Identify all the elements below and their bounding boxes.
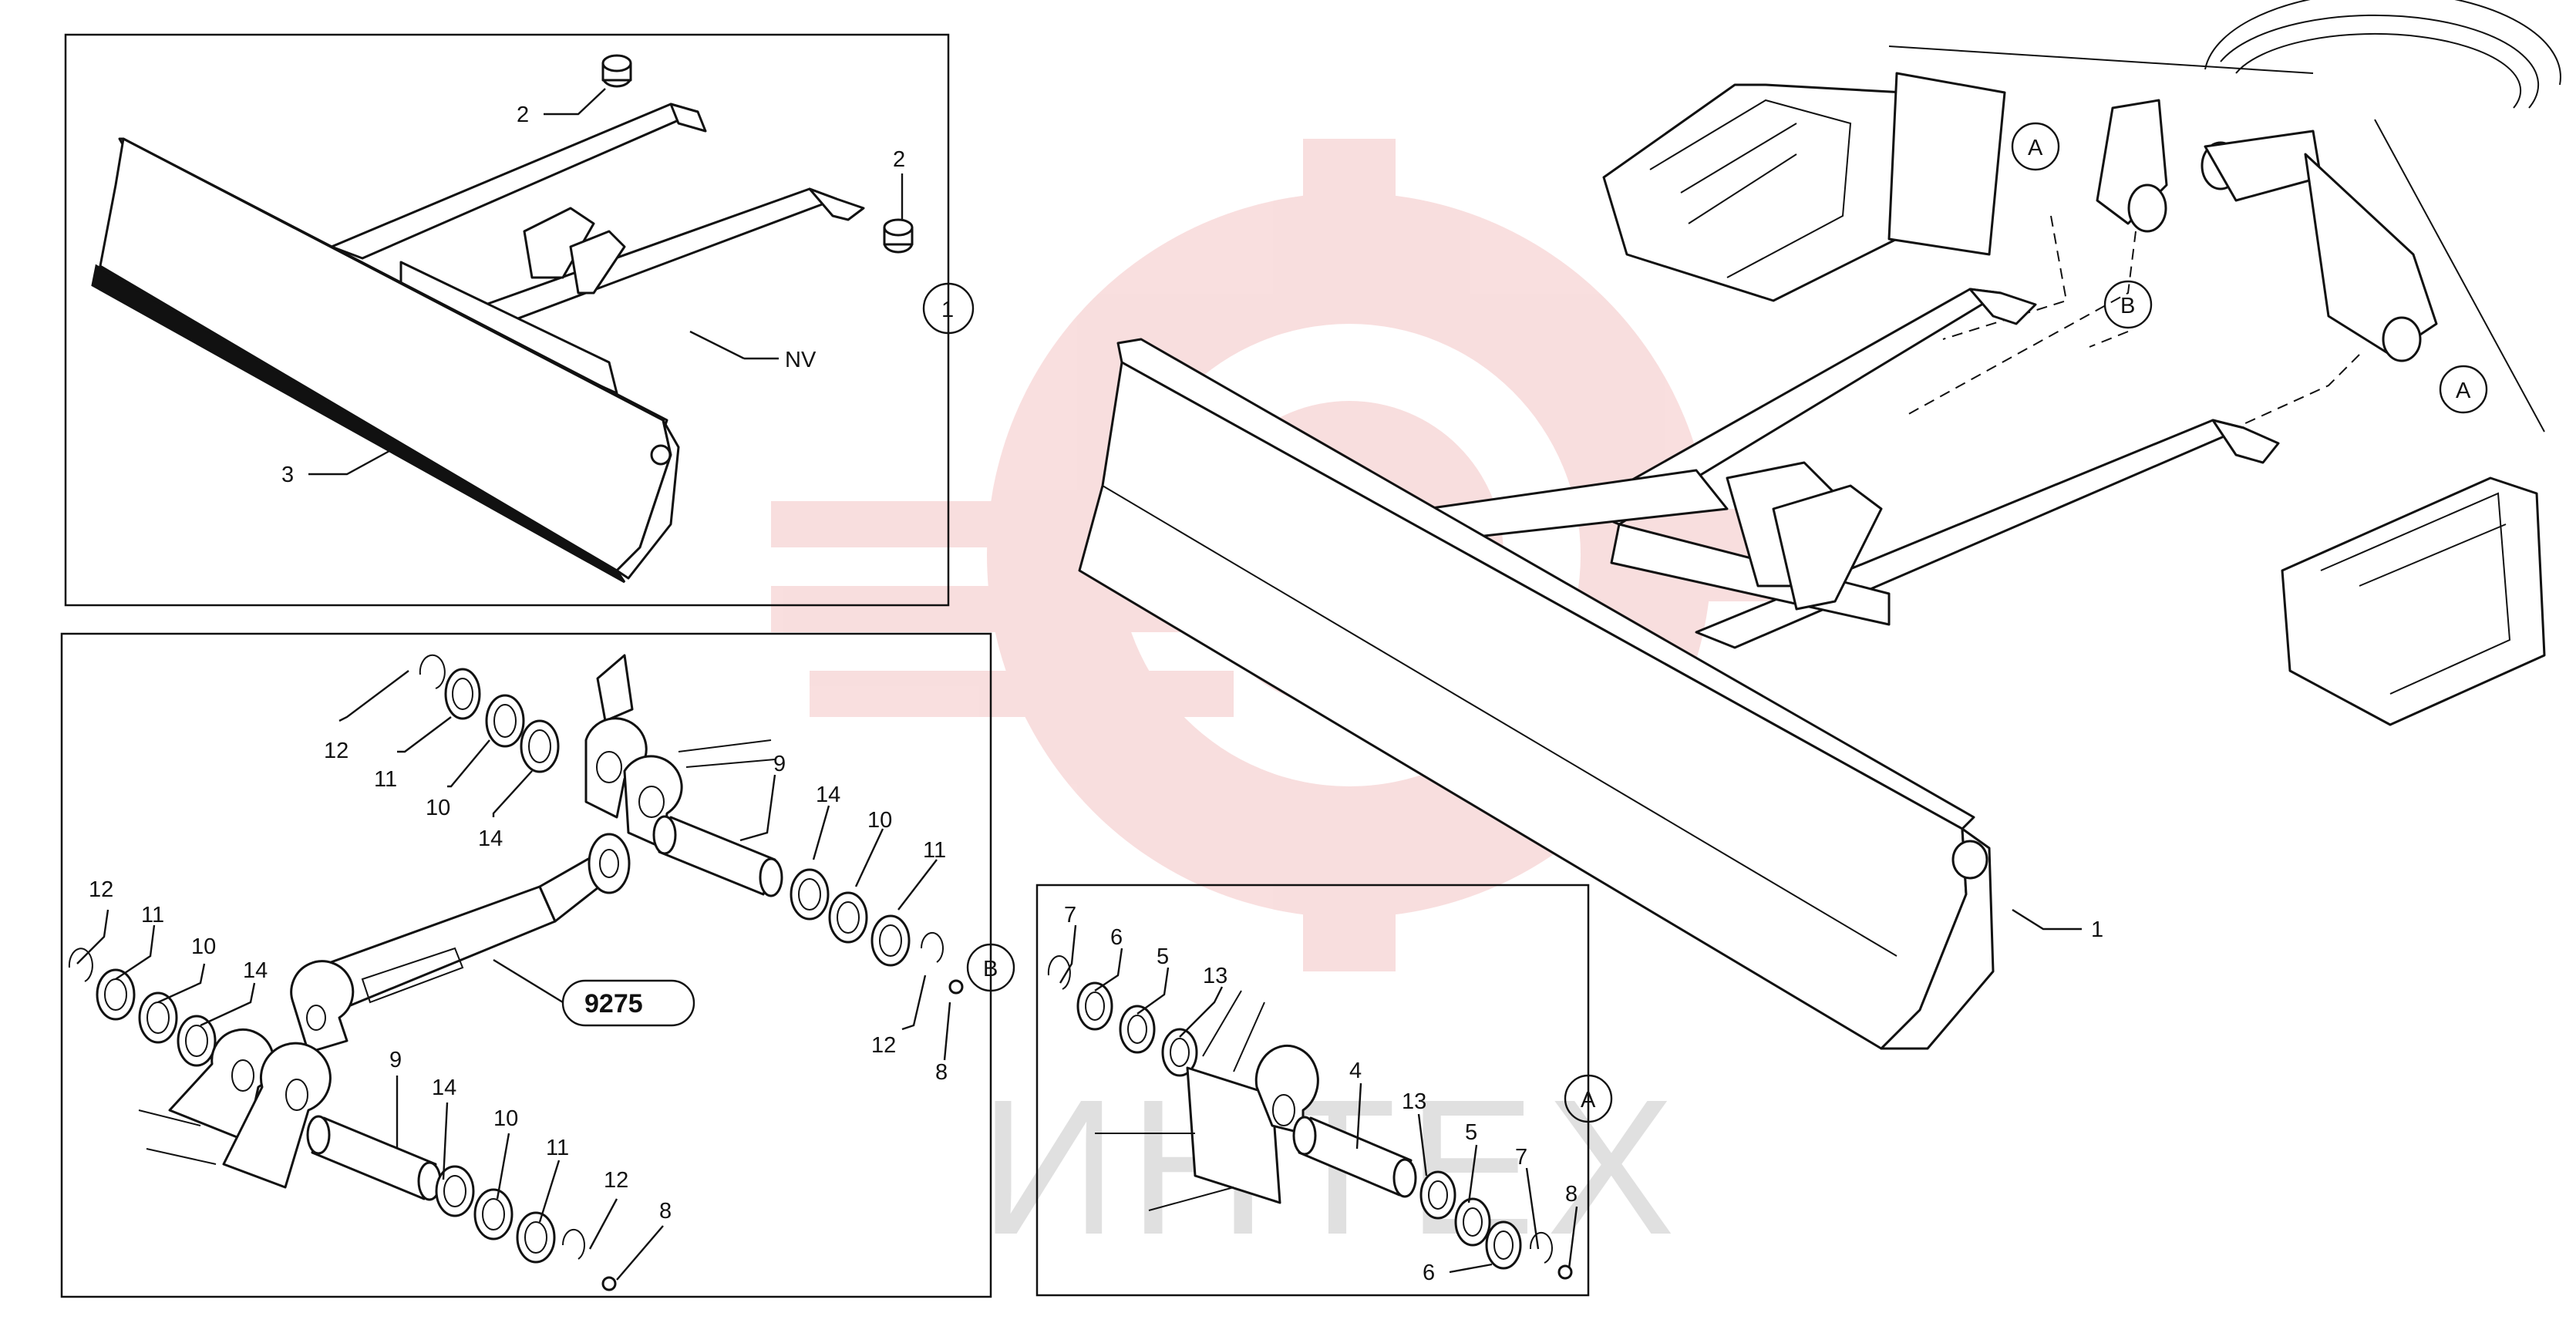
main-blade-assembly: 1 A B A <box>1078 0 2561 1050</box>
label-11-pin: 11 <box>923 838 946 863</box>
label-10-pin: 10 <box>867 808 892 833</box>
label-12-left: 12 <box>89 877 113 902</box>
svg-text:B: B <box>983 957 998 981</box>
label-10-upper: 10 <box>426 796 450 820</box>
label-7-pin: 7 <box>1515 1145 1527 1170</box>
label-10-left: 10 <box>191 934 216 959</box>
washer-stack-lower <box>435 1165 617 1291</box>
label-12-pin: 12 <box>871 1033 896 1058</box>
label-14-left: 14 <box>243 958 268 983</box>
dozer-blade <box>1078 338 1995 1050</box>
reference-box-9275: 9275 <box>493 958 695 1027</box>
label-6-top: 6 <box>1110 925 1123 950</box>
label-3: 3 <box>281 463 294 487</box>
bushing-2-top <box>601 54 632 88</box>
washer-stack-pin <box>790 868 964 995</box>
panel-top-left: 2 2 NV 3 1 <box>64 33 975 607</box>
svg-text:9275: 9275 <box>584 989 643 1018</box>
label-13-top: 13 <box>1203 964 1227 988</box>
label-8-pin: 8 <box>935 1060 948 1085</box>
washer-stack-top <box>1047 955 1198 1077</box>
label-14-lower: 14 <box>432 1076 456 1100</box>
panel-bottom-right: 7 6 5 13 4 13 5 7 8 6 A <box>1035 884 1613 1297</box>
pin-4 <box>1292 1116 1417 1198</box>
label-12-lower: 12 <box>604 1168 628 1193</box>
label-9-lower: 9 <box>389 1048 402 1072</box>
label-11-lower: 11 <box>546 1136 569 1160</box>
label-2-right: 2 <box>893 147 905 172</box>
label-14-pin: 14 <box>816 783 840 807</box>
svg-text:A: A <box>1581 1088 1596 1113</box>
label-4: 4 <box>1349 1059 1362 1083</box>
pin-9-lower <box>306 1115 442 1201</box>
label-5-pin: 5 <box>1465 1120 1477 1145</box>
label-5-top: 5 <box>1157 944 1169 969</box>
label-6-pin: 6 <box>1423 1261 1435 1285</box>
label-13-pin: 13 <box>1402 1089 1426 1114</box>
svg-text:B: B <box>2120 294 2135 318</box>
label-8-pin: 8 <box>1565 1182 1578 1207</box>
label-14-upper: 14 <box>478 826 503 851</box>
callout-b-main: B <box>2103 280 2153 329</box>
washer-stack-upper <box>419 654 560 773</box>
callout-a-top: A <box>2011 122 2060 171</box>
panel-bottom-left: 9275 <box>60 632 1015 1298</box>
watermark-text: ИНТЕХ <box>979 1059 1685 1274</box>
pin-9-upper <box>652 815 783 897</box>
label-9-upper: 9 <box>773 752 786 776</box>
svg-text:A: A <box>2456 379 2471 403</box>
label-11-left: 11 <box>141 903 164 927</box>
label-nv: NV <box>785 348 817 372</box>
label-1: 1 <box>2091 917 2103 942</box>
label-8-lower: 8 <box>659 1199 672 1224</box>
hydraulic-cylinder <box>290 833 631 1054</box>
washer-stack-bottom <box>1419 1170 1573 1280</box>
callout-1: 1 <box>922 282 975 335</box>
callout-a-right: A <box>2439 365 2488 414</box>
bushing-2-right <box>883 218 914 254</box>
callout-b-detail: B <box>966 943 1015 992</box>
svg-text:A: A <box>2028 136 2043 160</box>
svg-text:1: 1 <box>941 298 954 322</box>
label-11-upper: 11 <box>374 767 397 792</box>
label-12-upper: 12 <box>324 739 349 763</box>
label-10-lower: 10 <box>493 1106 518 1131</box>
label-7-top: 7 <box>1064 903 1076 927</box>
callout-a-detail: A <box>1564 1074 1613 1123</box>
label-2-top: 2 <box>517 103 529 127</box>
washer-stack-left <box>68 948 217 1067</box>
